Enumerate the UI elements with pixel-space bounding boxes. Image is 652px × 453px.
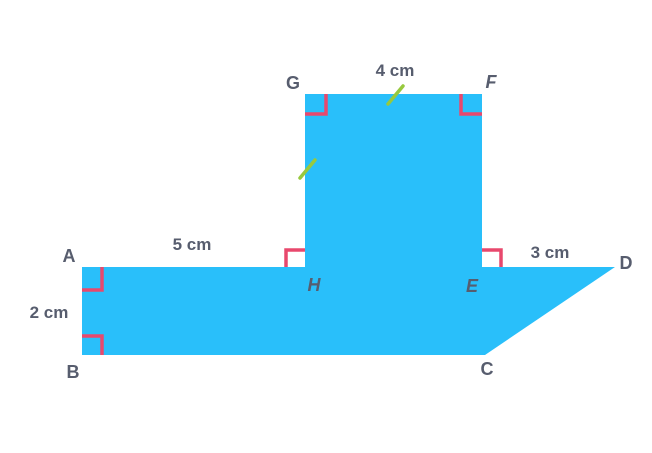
right-angle-marker-b xyxy=(82,334,104,355)
vertex-label-c: C xyxy=(481,359,494,379)
right-angle-markers xyxy=(82,94,503,355)
tick-mark-gh xyxy=(298,158,317,180)
vertex-label-b: B xyxy=(67,362,80,382)
tick-marks xyxy=(298,84,405,180)
right-angle-marker-e xyxy=(482,248,503,267)
right-angle-marker-a xyxy=(82,267,104,292)
measurement-ab: 2 cm xyxy=(30,303,69,322)
vertex-labels: A B C D E F G H xyxy=(63,72,633,382)
measurement-ed: 3 cm xyxy=(531,243,570,262)
measurement-ah: 5 cm xyxy=(173,235,212,254)
right-angle-marker-g xyxy=(305,94,328,116)
vertex-label-d: D xyxy=(620,253,633,273)
measurement-labels: 4 cm 5 cm 3 cm 2 cm xyxy=(30,61,570,322)
vertex-label-e: E xyxy=(466,276,479,296)
vertex-label-h: H xyxy=(308,275,322,295)
right-angle-marker-f xyxy=(459,94,482,116)
vertex-label-f: F xyxy=(486,72,498,92)
vertex-label-a: A xyxy=(63,246,76,266)
measurement-gf: 4 cm xyxy=(376,61,415,80)
right-angle-marker-h xyxy=(284,248,305,267)
tick-mark-gf xyxy=(386,84,405,106)
composite-shape xyxy=(82,94,615,355)
vertex-label-g: G xyxy=(286,73,300,93)
